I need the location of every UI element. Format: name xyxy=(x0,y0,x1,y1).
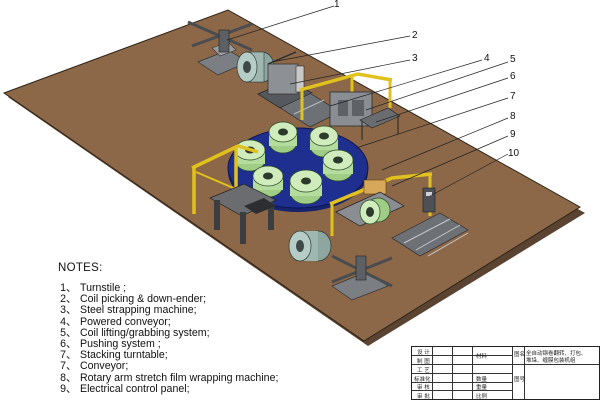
tb-drawing-name: 全自动钢卷翻转、打包、 xyxy=(526,351,587,357)
coil-1 xyxy=(268,121,298,154)
coil-4 xyxy=(322,149,354,182)
callout-1: 1 xyxy=(334,0,340,10)
tb-approve: 审 批 xyxy=(417,394,430,400)
callout-leaders xyxy=(226,5,509,197)
callout-2: 2 xyxy=(412,30,418,41)
tb-name-label: 图名 xyxy=(514,352,526,358)
tb-weight: 重量 xyxy=(476,385,488,391)
callout-4: 4 xyxy=(484,53,490,64)
tb-check: 审 核 xyxy=(417,385,430,391)
notes-title: NOTES: xyxy=(58,262,103,274)
turnstile-bottom xyxy=(331,254,393,301)
strapping-gantry xyxy=(299,72,393,127)
tb-material: 材料 xyxy=(476,354,488,360)
note-item: 7、Conveyor; xyxy=(60,360,129,373)
callout-6: 6 xyxy=(510,71,516,82)
note-item: 7、Stacking turntable; xyxy=(60,349,168,362)
tb-quantity: 数量 xyxy=(476,377,488,383)
turnstile-top xyxy=(187,20,253,76)
callout-numbers: 1 2 3 4 5 6 7 8 9 10 xyxy=(334,0,520,159)
tb-scale: 比例 xyxy=(476,394,488,400)
coils-on-turntable xyxy=(234,121,354,205)
note-item: 2、Coil picking & down-ender; xyxy=(60,293,207,306)
coil-lower-turnstile xyxy=(288,230,332,262)
tb-drawing-no: 图号 xyxy=(514,377,526,383)
tb-design: 设 计 xyxy=(417,350,430,356)
coil-down-ender xyxy=(257,51,313,109)
callout-7: 7 xyxy=(510,91,516,102)
note-item: 1、Turnstile ; xyxy=(60,282,127,294)
note-item: 3、Steel strapping machine; xyxy=(60,304,197,317)
callout-3: 3 xyxy=(412,53,418,64)
note-item: 9、Electrical control panel; xyxy=(60,382,190,395)
tb-draw: 制 图 xyxy=(417,359,430,365)
note-item: 6、Pushing system ; xyxy=(60,338,161,351)
coil-5 xyxy=(252,165,284,198)
note-item: 8、Rotary arm stretch film wrapping machi… xyxy=(60,371,279,384)
tb-standard: 标准化 xyxy=(414,377,431,383)
workstation-left xyxy=(209,183,277,244)
callout-5: 5 xyxy=(510,54,516,65)
notes-legend: NOTES: 1、Turnstile ; 2、Coil picking & do… xyxy=(52,262,382,395)
wrapping-machine xyxy=(329,172,433,236)
callout-9: 9 xyxy=(510,129,516,140)
title-block: 设 计 制 图 工 艺 标准化 审 核 审 批 材料 数量 重量 比例 图名 全… xyxy=(411,346,600,400)
electrical-control-panel xyxy=(422,187,436,213)
tb-process: 工 艺 xyxy=(417,368,430,374)
work-table-right xyxy=(359,107,401,140)
note-item: 5、Coil lifting/grabbing system; xyxy=(60,326,210,339)
callout-10: 10 xyxy=(508,148,520,159)
callout-8: 8 xyxy=(510,111,516,122)
coil-6 xyxy=(289,169,323,205)
roller-conveyor-lower xyxy=(391,212,469,257)
note-item: 4、Powered conveyor; xyxy=(60,315,171,328)
tb-drawing-name-2: 堆垛、缠膜包装机组 xyxy=(526,358,576,364)
